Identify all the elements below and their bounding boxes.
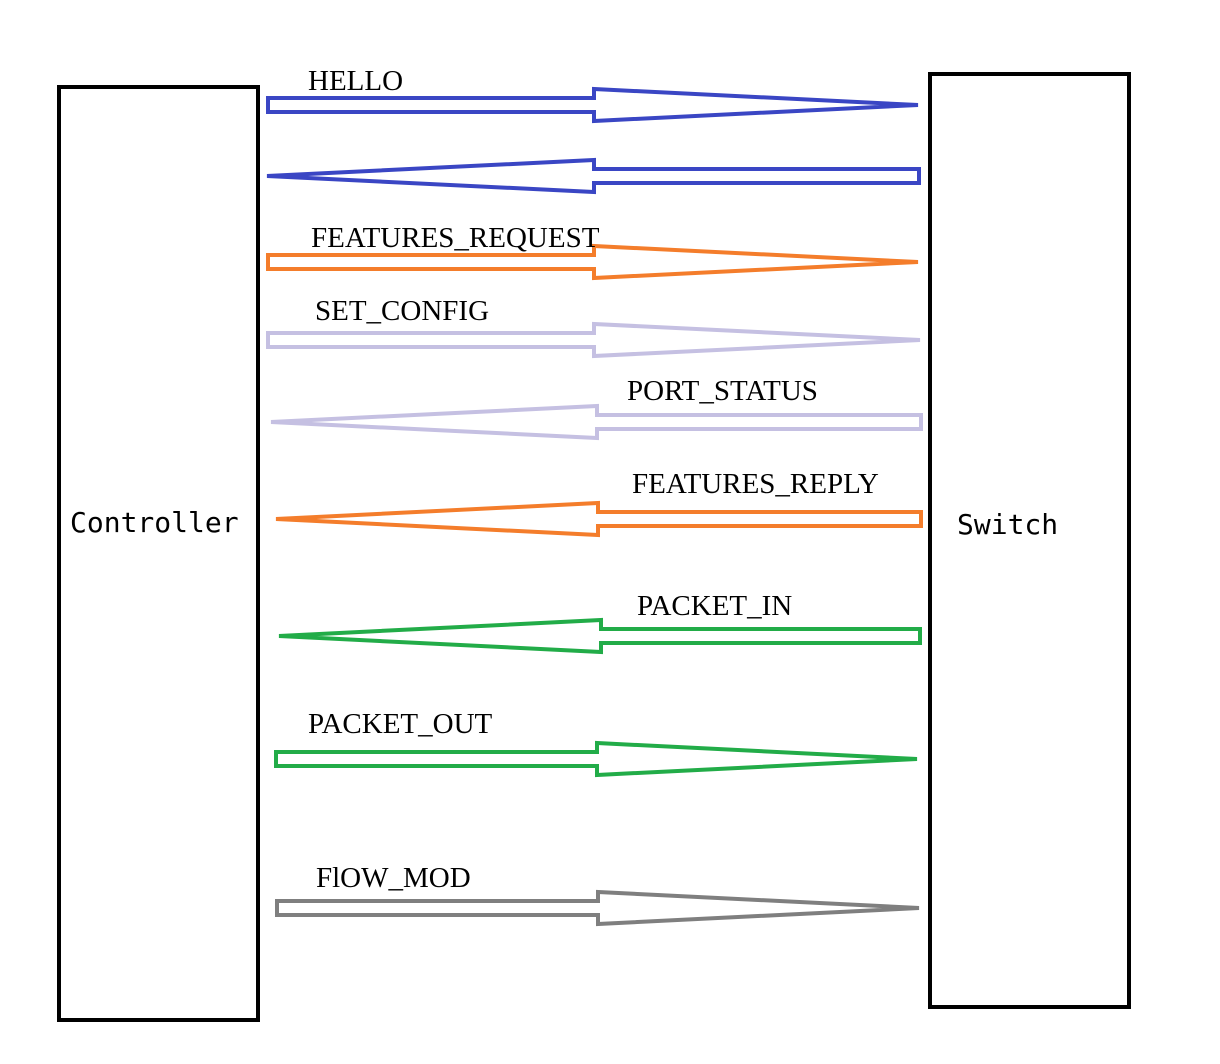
packet-out-label: PACKET_OUT [308,708,493,740]
hello-request-label: HELLO [308,65,403,97]
features-reply-label: FEATURES_REPLY [632,468,879,500]
set-config-arrow [266,321,921,359]
hello-reply-arrow [266,157,921,195]
features-reply-arrow [275,500,923,538]
flow-mod-label: FlOW_MOD [316,862,471,894]
features-request-label: FEATURES_REQUEST [311,222,600,254]
controller-box [57,85,260,1022]
hello-request-arrow [266,86,919,124]
packet-out-arrow [274,740,918,778]
switch-box [928,72,1131,1009]
port-status-arrow [270,403,923,441]
features-request-arrow [266,243,919,281]
packet-in-arrow [278,617,922,655]
switch-label: Switch [957,508,1059,541]
packet-in-label: PACKET_IN [637,590,792,622]
set-config-label: SET_CONFIG [315,295,489,327]
flow-mod-arrow [275,889,920,927]
controller-label: Controller [70,506,239,539]
port-status-label: PORT_STATUS [627,375,818,407]
